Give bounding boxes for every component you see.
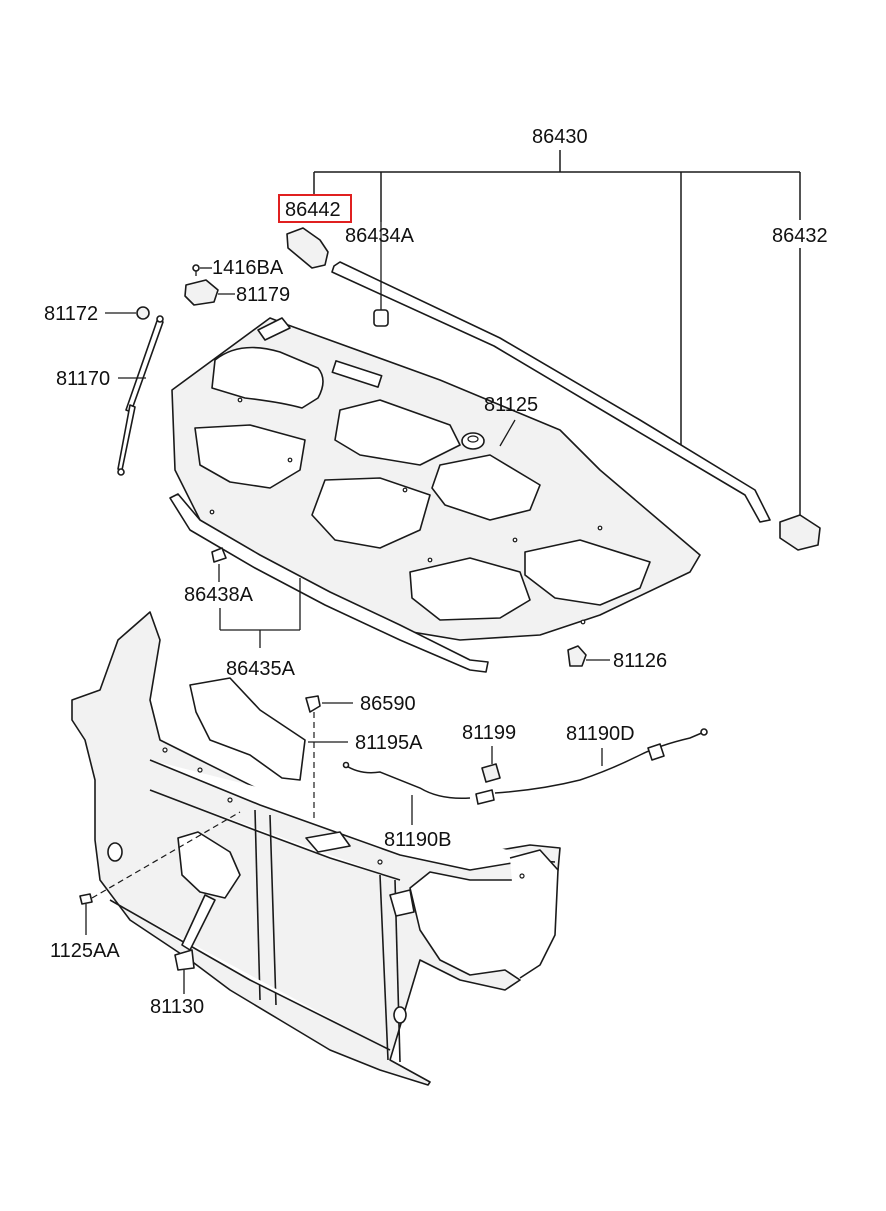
rear-seal-86432 — [331, 261, 771, 523]
label-81170: 81170 — [56, 368, 110, 390]
label-86434A: 86434A — [345, 225, 415, 247]
hood-latch-81130 — [174, 831, 241, 994]
label-1125AA: 1125AA — [50, 940, 120, 962]
leader-81125 — [499, 419, 516, 447]
clip-86590 — [305, 695, 353, 820]
label-81125: 81125 — [484, 394, 538, 416]
label-86435A: 86435A — [226, 658, 296, 680]
highlight-box-86442 — [278, 194, 352, 223]
release-cable — [342, 728, 708, 825]
bracket-86435A — [219, 578, 301, 648]
bumper-86442 — [286, 227, 329, 269]
label-81172: 81172 — [44, 303, 98, 325]
label-86442: 86442 — [285, 199, 341, 221]
label-86432: 86432 — [772, 225, 828, 247]
label-86430: 86430 — [532, 126, 588, 148]
label-86438A: 86438A — [184, 584, 254, 606]
label-81190B: 81190B — [384, 829, 451, 851]
clip-81199 — [481, 746, 501, 783]
label-81126: 81126 — [613, 650, 667, 672]
hood-panel-81125 — [171, 317, 701, 641]
bumper-81126 — [567, 645, 610, 667]
seal-end-86432 — [779, 514, 821, 551]
label-86590: 86590 — [360, 693, 416, 715]
bracket-86430 — [313, 150, 801, 515]
hood-strut-81170 — [105, 306, 164, 476]
label-81190D: 81190D — [566, 723, 635, 745]
screw-1416BA — [192, 264, 212, 276]
front-seal-86435A — [169, 493, 489, 673]
label-81179: 81179 — [236, 284, 290, 306]
bolt-1125AA — [79, 811, 241, 935]
label-81130: 81130 — [150, 996, 204, 1018]
clip-86438A — [211, 547, 227, 582]
label-81199: 81199 — [462, 722, 516, 744]
label-81195A: 81195A — [355, 732, 423, 754]
label-1416BA: 1416BA — [212, 257, 284, 279]
radiator-support-frame — [71, 611, 561, 1086]
stopper-86434A — [373, 248, 389, 327]
clip-81179 — [184, 279, 235, 306]
